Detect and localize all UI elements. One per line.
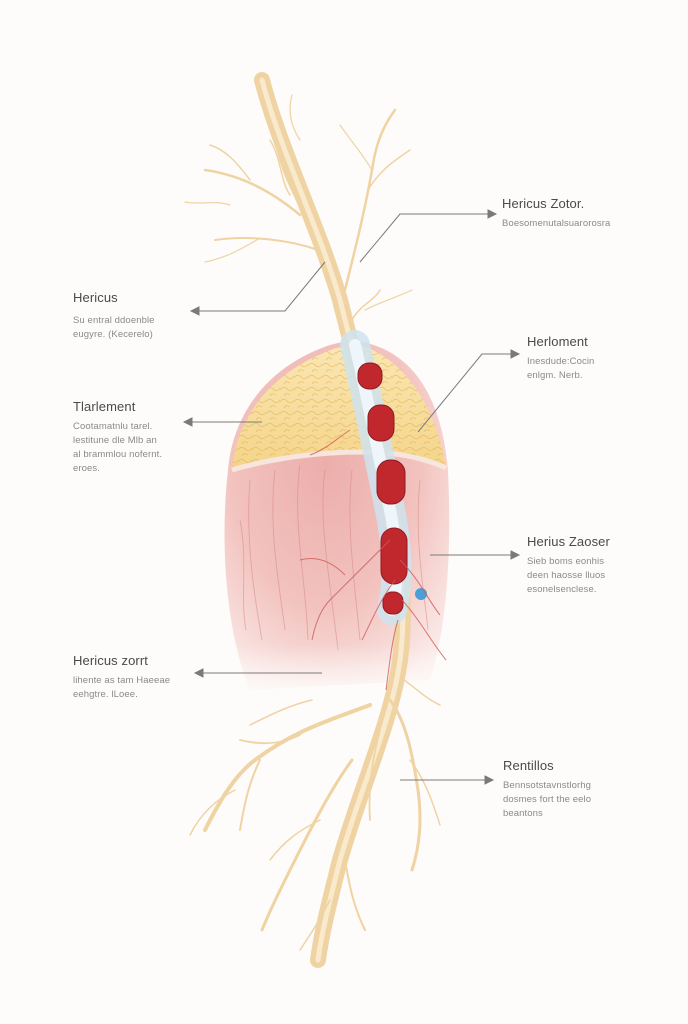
leader-line-left-1 xyxy=(192,261,326,312)
label-right-1: Hericus Zotor. Boesomenutalsuarorosra xyxy=(502,196,610,231)
label-title: Hericus zorrt xyxy=(73,653,148,668)
label-right-2: Herloment Inesdude:Cocin enlgm. Nerb. xyxy=(527,334,594,383)
label-left-2: Tlarlement Cootamatnlu tarel. lestitune … xyxy=(73,399,162,476)
label-left-3: Hericus zorrt lihente as tam Haeeae eehg… xyxy=(73,653,170,702)
label-title: Tlarlement xyxy=(73,399,136,414)
arrowhead-left-3 xyxy=(193,668,204,678)
label-description: Boesomenutalsuarorosra xyxy=(502,218,611,229)
arrowhead-right-2 xyxy=(510,349,521,359)
label-title: Rentillos xyxy=(503,758,554,773)
leader-line-right-1 xyxy=(359,213,495,263)
red-blood-cells xyxy=(357,362,408,615)
label-description: Cootamatnlu tarel. lestitune dle Mlb an … xyxy=(73,421,163,474)
arrowhead-right-3 xyxy=(510,550,521,560)
fat-layer xyxy=(231,344,448,473)
arrowhead-left-1 xyxy=(189,306,200,316)
label-description: Sieb boms eonhis deen haosse lluos esone… xyxy=(527,556,606,595)
leader-line-right-2 xyxy=(417,353,518,433)
nerve-branches-lower xyxy=(189,679,441,951)
arrowhead-left-2 xyxy=(182,417,193,427)
label-title: Hericus xyxy=(73,290,118,305)
label-right-4: Rentillos Bennsotstavnstlorhg dosmes for… xyxy=(503,758,591,821)
blue-dot xyxy=(415,588,427,600)
blood-vessel xyxy=(340,330,427,625)
label-title: Herloment xyxy=(527,334,588,349)
capillaries xyxy=(299,429,447,691)
label-description: Bennsotstavnstlorhg dosmes fort the eelo… xyxy=(503,780,592,819)
label-description: Inesdude:Cocin enlgm. Nerb. xyxy=(527,356,595,381)
arrowhead-right-4 xyxy=(484,775,495,785)
label-description: Su entral ddoenble eugyre. (Kecerelo) xyxy=(73,315,155,340)
arrowhead-right-1 xyxy=(487,209,498,219)
label-description: lihente as tam Haeeae eehgtre. lLoee. xyxy=(73,675,171,700)
label-left-1: Hericus Su entral ddoenble eugyre. (Kece… xyxy=(73,290,155,342)
label-title: Hericus Zotor. xyxy=(502,196,585,211)
leader-lines xyxy=(182,209,521,785)
label-title: Herius Zaoser xyxy=(527,534,610,549)
label-right-3: Herius Zaoser Sieb boms eonhis deen haos… xyxy=(527,534,610,597)
